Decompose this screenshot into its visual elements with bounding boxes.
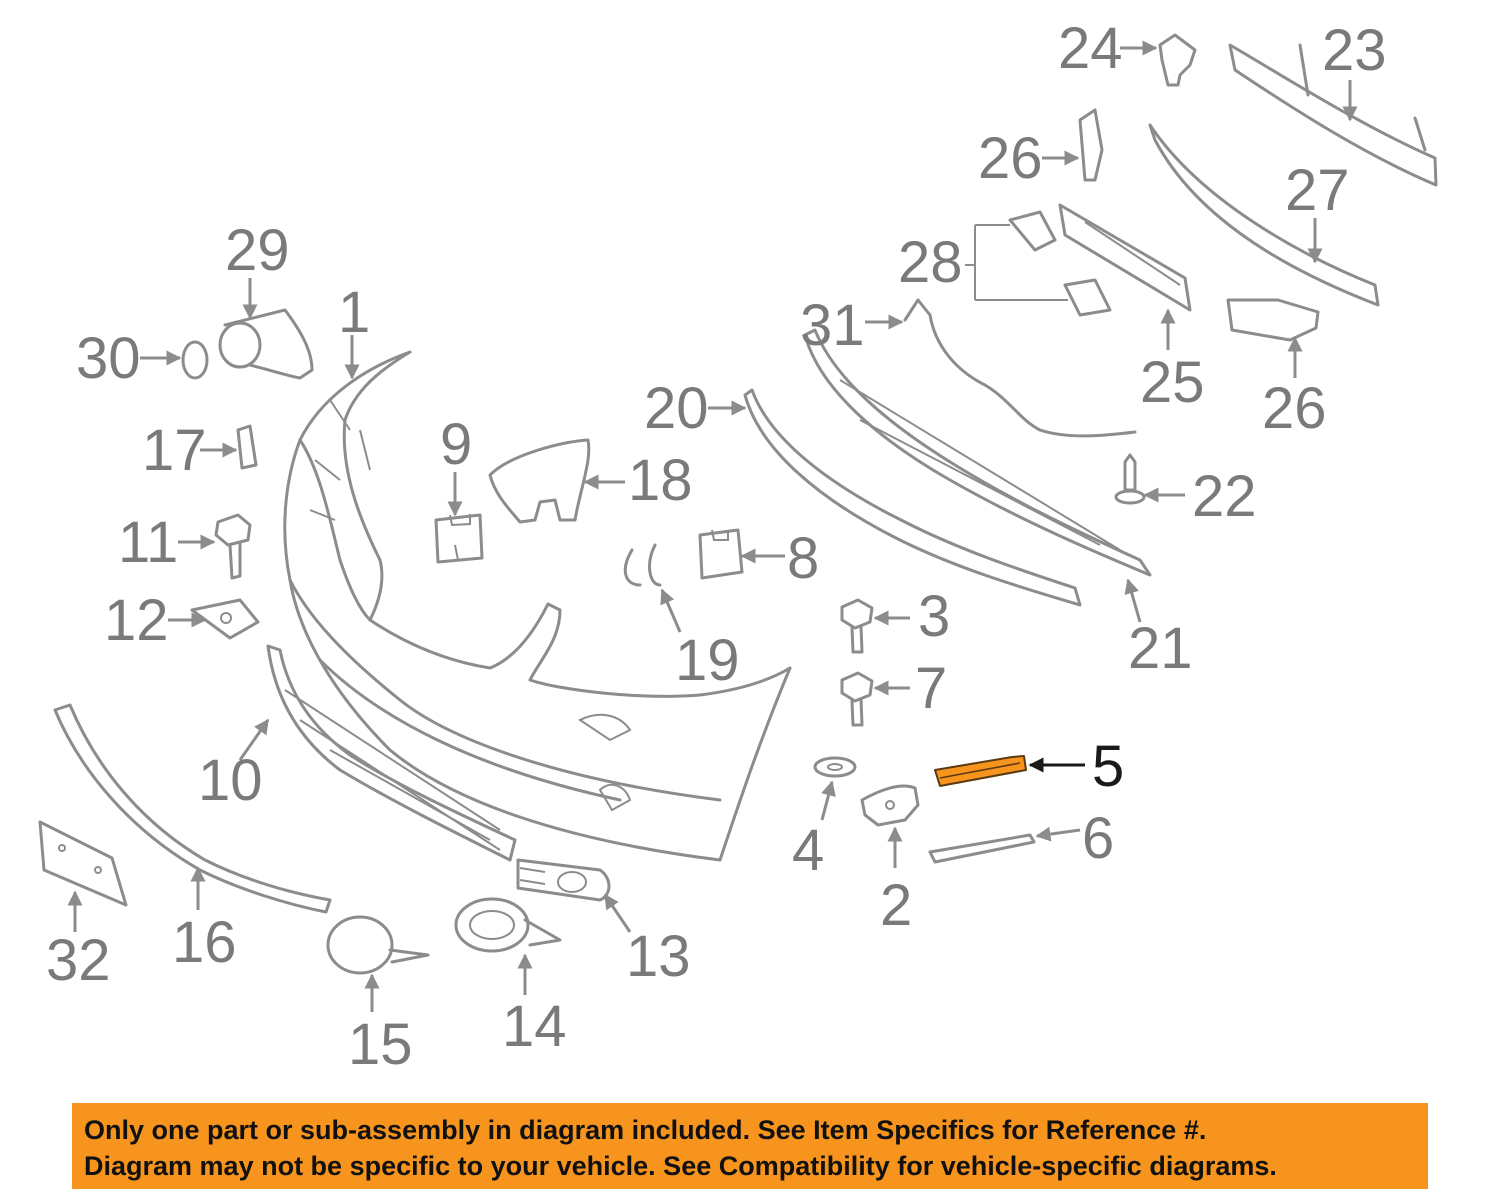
callout-18: 18 xyxy=(628,448,693,513)
callout-28: 28 xyxy=(898,230,963,295)
part-31-harness xyxy=(903,298,1137,438)
callout-25: 25 xyxy=(1140,350,1205,415)
callout-24: 24 xyxy=(1058,16,1123,81)
callout-13: 13 xyxy=(626,924,691,989)
callout-labels: 1 2 3 4 5 6 7 8 9 10 11 12 13 14 15 16 1… xyxy=(46,16,1387,1077)
part-26-bracket-upper xyxy=(1078,108,1104,182)
part-24-bracket xyxy=(1158,33,1197,87)
leader-arrows xyxy=(67,40,1358,1012)
callout-7: 7 xyxy=(915,656,947,721)
part-16-molding xyxy=(53,703,332,914)
callout-31: 31 xyxy=(800,293,865,358)
callout-19: 19 xyxy=(675,628,740,693)
part-14-fog-lamp xyxy=(454,897,562,953)
part-32-plate-bracket xyxy=(38,820,128,907)
part-26-bracket-lower xyxy=(1226,298,1320,342)
part-15-fog-bezel xyxy=(326,915,430,975)
callout-3: 3 xyxy=(918,584,950,649)
callout-27: 27 xyxy=(1285,158,1350,223)
callout-21: 21 xyxy=(1128,616,1193,681)
part-11-bolt xyxy=(214,513,252,580)
part-1-bumper-cover xyxy=(283,350,792,862)
callout-30: 30 xyxy=(76,326,141,391)
part-2-bracket xyxy=(860,784,920,827)
part-6-trim xyxy=(928,833,1036,864)
part-28-brackets xyxy=(965,210,1112,317)
callout-14: 14 xyxy=(502,994,567,1059)
callout-22: 22 xyxy=(1192,464,1257,529)
disclaimer-line-2: Diagram may not be specific to your vehi… xyxy=(84,1151,1277,1181)
callout-23: 23 xyxy=(1322,18,1387,83)
callout-9: 9 xyxy=(440,412,472,477)
part-23-reinforcement xyxy=(1228,43,1438,187)
part-22-push-pin xyxy=(1114,453,1146,505)
part-4-washer xyxy=(813,756,857,778)
part-5-highlighted-strip[interactable] xyxy=(934,755,1027,787)
part-9-clip xyxy=(434,513,484,564)
part-30-sensor-ring xyxy=(181,340,209,380)
callout-29: 29 xyxy=(225,218,290,283)
callout-6: 6 xyxy=(1082,806,1114,871)
callout-8: 8 xyxy=(787,526,819,591)
parts-diagram: 1 2 3 4 5 6 7 8 9 10 11 12 13 14 15 16 1… xyxy=(38,16,1438,1077)
callout-4: 4 xyxy=(792,818,824,883)
callout-1: 1 xyxy=(338,280,370,345)
part-27-strip xyxy=(1148,123,1380,307)
callout-5: 5 xyxy=(1092,734,1124,799)
callout-32: 32 xyxy=(46,928,111,993)
callout-17: 17 xyxy=(142,418,207,483)
part-13-grille-insert xyxy=(516,858,611,902)
callout-2: 2 xyxy=(880,873,912,938)
disclaimer-banner: Only one part or sub-assembly in diagram… xyxy=(72,1103,1428,1189)
callout-26-upper: 26 xyxy=(978,126,1043,191)
callout-16: 16 xyxy=(172,910,237,975)
part-21-support xyxy=(803,328,1152,577)
callout-15: 15 xyxy=(348,1012,413,1077)
callout-10: 10 xyxy=(198,748,263,813)
part-8-clip xyxy=(698,528,744,580)
part-25-absorber xyxy=(1058,203,1192,312)
part-18-tow-cover xyxy=(488,438,591,524)
callout-26-lower: 26 xyxy=(1262,376,1327,441)
part-20-absorber xyxy=(743,388,1082,607)
part-17-clip xyxy=(236,424,258,470)
part-19-wire-clip xyxy=(623,543,662,587)
disclaimer-line-1: Only one part or sub-assembly in diagram… xyxy=(84,1115,1207,1145)
callout-12: 12 xyxy=(104,588,169,653)
callout-11: 11 xyxy=(118,510,178,575)
callout-20: 20 xyxy=(644,376,709,441)
part-3-bolt xyxy=(840,598,874,654)
part-7-bolt xyxy=(840,671,874,727)
part-29-parking-sensor xyxy=(218,308,314,380)
part-10-lower-grille xyxy=(266,644,517,862)
part-12-bracket xyxy=(190,598,260,640)
